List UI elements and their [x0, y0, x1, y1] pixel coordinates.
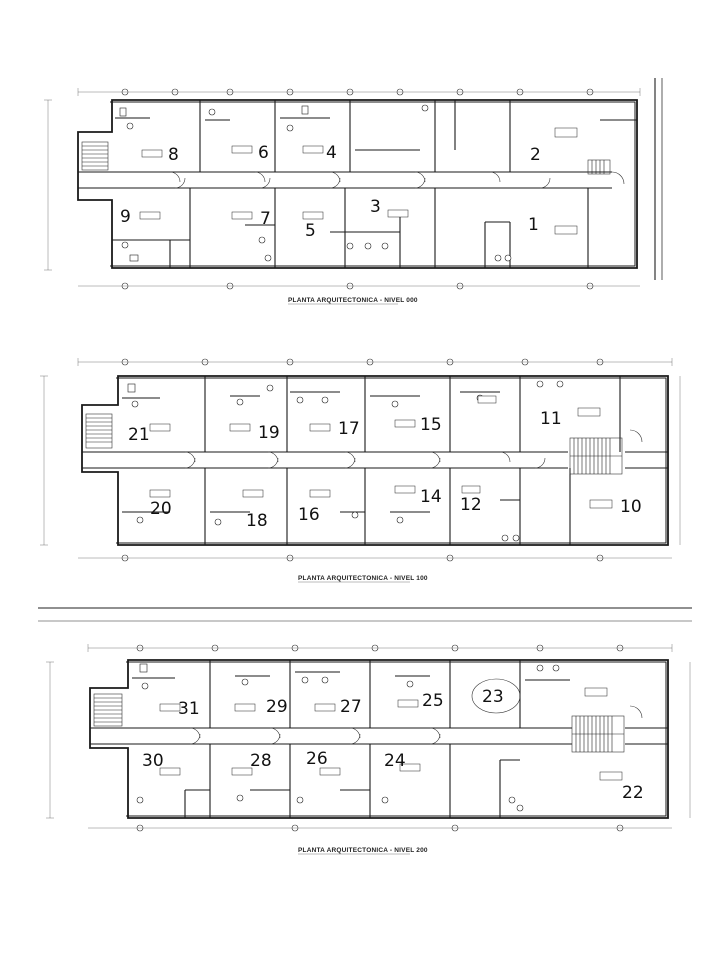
- room-number: 18: [246, 511, 268, 531]
- bathroom-fixtures: [136, 663, 560, 812]
- stairs: [85, 413, 623, 475]
- room-number: 31: [178, 699, 200, 719]
- room-number: 8: [168, 145, 179, 165]
- room-number: 2: [530, 145, 541, 165]
- room-number: 3: [370, 197, 381, 217]
- property-lines: [654, 78, 663, 280]
- partitions: [132, 660, 570, 818]
- stairs: [93, 693, 625, 753]
- room-number: 24: [384, 751, 406, 771]
- room-number: 7: [260, 209, 271, 229]
- floor-plan-nivel-000: 8 6 4 2 9 7 5 3 1 PLANTA ARQUITECTONICA …: [44, 78, 663, 305]
- room-number: 25: [422, 691, 444, 711]
- room-number: 27: [340, 697, 362, 717]
- room-number-circle: [471, 678, 521, 714]
- dimension-lines: [46, 644, 691, 829]
- dimension-lines: [40, 358, 681, 559]
- corridor-walls: [78, 171, 612, 189]
- room-numbers-nivel-100: 21 19 17 15 11 20 18 16 14 12 10: [128, 409, 642, 531]
- exterior-walls: [89, 659, 669, 819]
- room-tags: [159, 687, 623, 781]
- room-number: 14: [420, 487, 442, 507]
- room-number: 15: [420, 415, 442, 435]
- room-number: 26: [306, 749, 328, 769]
- dimension-lines: [44, 88, 641, 287]
- room-number: 9: [120, 207, 131, 227]
- room-number: 11: [540, 409, 562, 429]
- partitions: [122, 376, 621, 545]
- plan-title: PLANTA ARQUITECTONICA - NIVEL 000: [288, 297, 418, 304]
- exterior-walls: [77, 99, 638, 269]
- room-number: 4: [326, 143, 337, 163]
- room-number: 20: [150, 499, 172, 519]
- grid-markers: [136, 644, 624, 832]
- bathroom-fixtures: [119, 104, 512, 262]
- plan-title: PLANTA ARQUITECTONICA - NIVEL 200: [298, 847, 428, 854]
- floor-plan-nivel-100: 21 19 17 15 11 20 18 16 14 12 10 PLANTA …: [40, 358, 681, 583]
- room-number: 30: [142, 751, 164, 771]
- room-tags: [139, 127, 578, 235]
- room-number: 23: [482, 687, 504, 707]
- room-number: 6: [258, 143, 269, 163]
- room-number: 16: [298, 505, 320, 525]
- room-number: 21: [128, 425, 150, 445]
- room-number: 22: [622, 783, 644, 803]
- door-swings: [184, 429, 643, 469]
- plan-title: PLANTA ARQUITECTONICA - NIVEL 100: [298, 575, 428, 582]
- room-numbers-nivel-200: 31 29 27 25 23 30 28 26 24 22: [142, 687, 644, 803]
- room-tags: [149, 395, 613, 509]
- room-number: 29: [266, 697, 288, 717]
- corridor-walls: [90, 727, 668, 745]
- corridor-walls: [82, 451, 668, 469]
- room-number: 17: [338, 419, 360, 439]
- room-number: 19: [258, 423, 280, 443]
- grid-markers: [121, 358, 604, 562]
- door-swings: [189, 705, 643, 745]
- stairs: [81, 141, 611, 175]
- room-number: 5: [305, 221, 316, 241]
- room-numbers-nivel-000: 8 6 4 2 9 7 5 3 1: [120, 143, 541, 241]
- floor-plan-nivel-200: 31 29 27 25 23 30 28 26 24 22 PLANTA ARQ…: [46, 644, 691, 855]
- bathroom-fixtures: [127, 380, 564, 542]
- grid-markers: [121, 88, 594, 290]
- room-number: 1: [528, 215, 539, 235]
- room-number: 28: [250, 751, 272, 771]
- exterior-walls: [81, 375, 669, 546]
- partitions: [112, 100, 637, 268]
- room-number: 10: [620, 497, 642, 517]
- door-swings: [169, 171, 625, 189]
- room-number: 12: [460, 495, 482, 515]
